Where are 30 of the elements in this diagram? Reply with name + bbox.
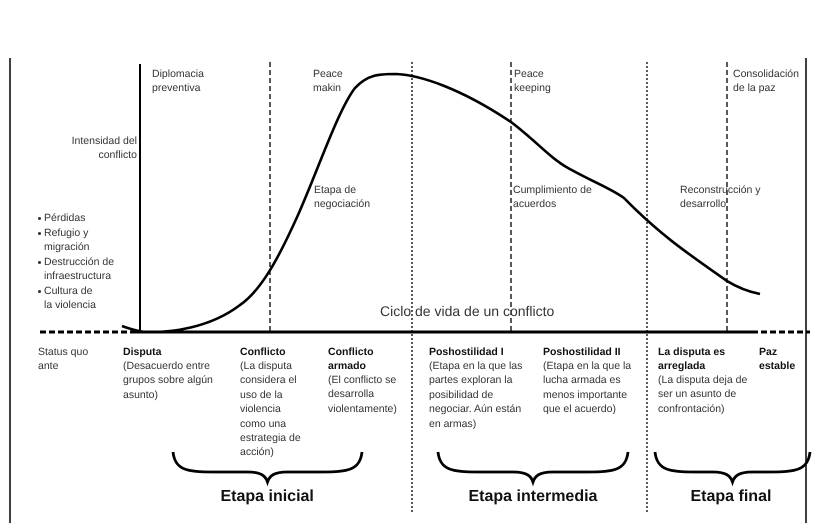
annotation-label: Peace keeping bbox=[514, 67, 552, 96]
annotation-label: Consolidación de la paz bbox=[733, 67, 800, 96]
annotation-label: (Etapa en la que las partes exploran la posibilidad de negociar. Aún están en armas) bbox=[429, 359, 524, 432]
annotation-label: Reconstrucción y desarrollo bbox=[680, 183, 762, 212]
annotation-label: (La disputa deja de ser un asunto de confrontación) bbox=[658, 373, 748, 416]
list-item: Refugio y migración bbox=[44, 226, 91, 255]
phase-heading: Disputa bbox=[123, 345, 163, 360]
phase-heading: La disputa es arreglada bbox=[658, 345, 726, 374]
annotation-label: (El conflicto se desarrolla violentamente) bbox=[328, 373, 398, 416]
phase-heading: Poshostilidad I bbox=[429, 345, 505, 360]
annotation-label: (Desacuerdo entre grupos sobre algún asunto) bbox=[123, 359, 213, 402]
stage-label: Etapa inicial bbox=[220, 487, 314, 507]
annotation-label: Cumplimiento de acuerdos bbox=[513, 183, 593, 212]
phase-heading: Poshostilidad II bbox=[543, 345, 622, 360]
axis-label: Intensidad del conflicto bbox=[70, 134, 137, 163]
phase-heading: Conflicto bbox=[240, 345, 286, 360]
annotation-label: Peace makin bbox=[313, 67, 344, 96]
stage-label: Etapa intermedia bbox=[468, 487, 598, 507]
annotation-label: Etapa de negociación bbox=[314, 183, 372, 212]
phase-heading: Paz estable bbox=[759, 345, 796, 374]
list-item: Cultura de la violencia bbox=[44, 284, 97, 313]
annotation-label: (La disputa considera el uso de la violencia como una estrategia de acción) bbox=[240, 359, 302, 460]
axis-title: Ciclo de vida de un conflicto bbox=[380, 304, 556, 318]
list-item: Destrucción de infraestructura bbox=[44, 255, 116, 284]
annotation-label: (Etapa en la que la lucha armada es menos importante que el acuerdo) bbox=[543, 359, 632, 417]
list-item: Pérdidas bbox=[44, 211, 86, 226]
annotation-label: Status quo ante bbox=[38, 345, 90, 374]
phase-heading: Conflicto armado bbox=[328, 345, 374, 374]
annotation-label: Diplomacia preventiva bbox=[152, 67, 205, 96]
stage-label: Etapa final bbox=[690, 487, 772, 507]
